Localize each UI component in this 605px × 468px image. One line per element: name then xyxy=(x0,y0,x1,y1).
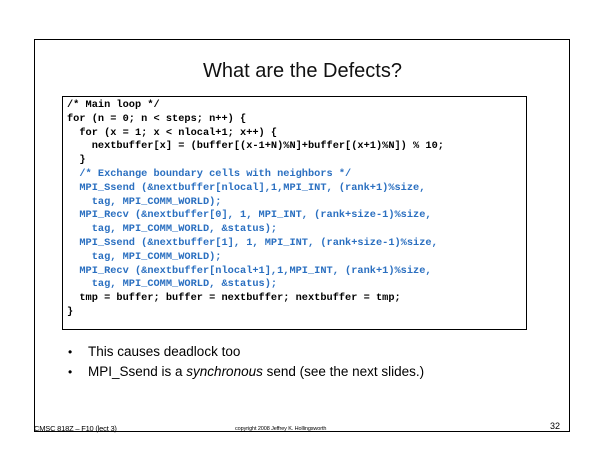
code-block: /* Main loop */ for (n = 0; n < steps; n… xyxy=(67,99,444,320)
code-line: for (x = 1; x < nlocal+1; x++) { xyxy=(67,126,278,139)
bullet-text: This causes deadlock too xyxy=(88,344,241,359)
bullet-dot-icon: • xyxy=(68,345,73,359)
code-line: MPI_Recv (&nextbuffer[0], 1, MPI_INT, (r… xyxy=(67,209,432,222)
bullet-item: • MPI_Ssend is a synchronous send (see th… xyxy=(68,362,424,382)
footer-copyright: copyright 2008 Jeffrey K. Hollingsworth xyxy=(235,426,327,432)
slide-frame xyxy=(34,39,570,432)
code-line: MPI_Ssend (&nextbuffer[1], 1, MPI_INT, (… xyxy=(67,236,438,249)
page-number: 32 xyxy=(550,421,561,431)
bullet-text: MPI_Ssend is a xyxy=(88,364,187,379)
bullet-list: • This causes deadlock too • MPI_Ssend is … xyxy=(68,342,424,382)
code-line: tag, MPI_COMM_WORLD); xyxy=(67,250,222,263)
bullet-item: • This causes deadlock too xyxy=(68,342,424,362)
code-line: tag, MPI_COMM_WORLD); xyxy=(67,195,222,208)
code-line: /* Main loop */ xyxy=(67,99,160,111)
bullet-text-tail: send (see the next slides.) xyxy=(262,364,425,379)
code-line: /* Exchange boundary cells with neighbor… xyxy=(67,167,352,180)
code-line: } xyxy=(67,305,74,318)
code-line: for (n = 0; n < steps; n++) { xyxy=(67,112,247,125)
footer-course: CMSC 818Z – F10 (lect 3) xyxy=(34,424,117,433)
code-line: tag, MPI_COMM_WORLD, &status); xyxy=(67,223,278,236)
bullet-dot-icon: • xyxy=(68,365,73,379)
code-line: MPI_Ssend (&nextbuffer[nlocal],1,MPI_INT… xyxy=(67,181,426,194)
code-line: } xyxy=(67,154,86,167)
bullet-emphasis: synchronous xyxy=(186,364,263,379)
slide-title: What are the Defects? xyxy=(203,60,402,82)
code-line: nextbuffer[x] = (buffer[(x-1+N)%N]+buffe… xyxy=(67,140,444,153)
code-box xyxy=(62,96,527,330)
code-line: MPI_Recv (&nextbuffer[nlocal+1],1,MPI_IN… xyxy=(67,264,432,277)
code-line: tmp = buffer; buffer = nextbuffer; nextb… xyxy=(67,292,401,305)
code-line: tag, MPI_COMM_WORLD, &status); xyxy=(67,278,278,291)
